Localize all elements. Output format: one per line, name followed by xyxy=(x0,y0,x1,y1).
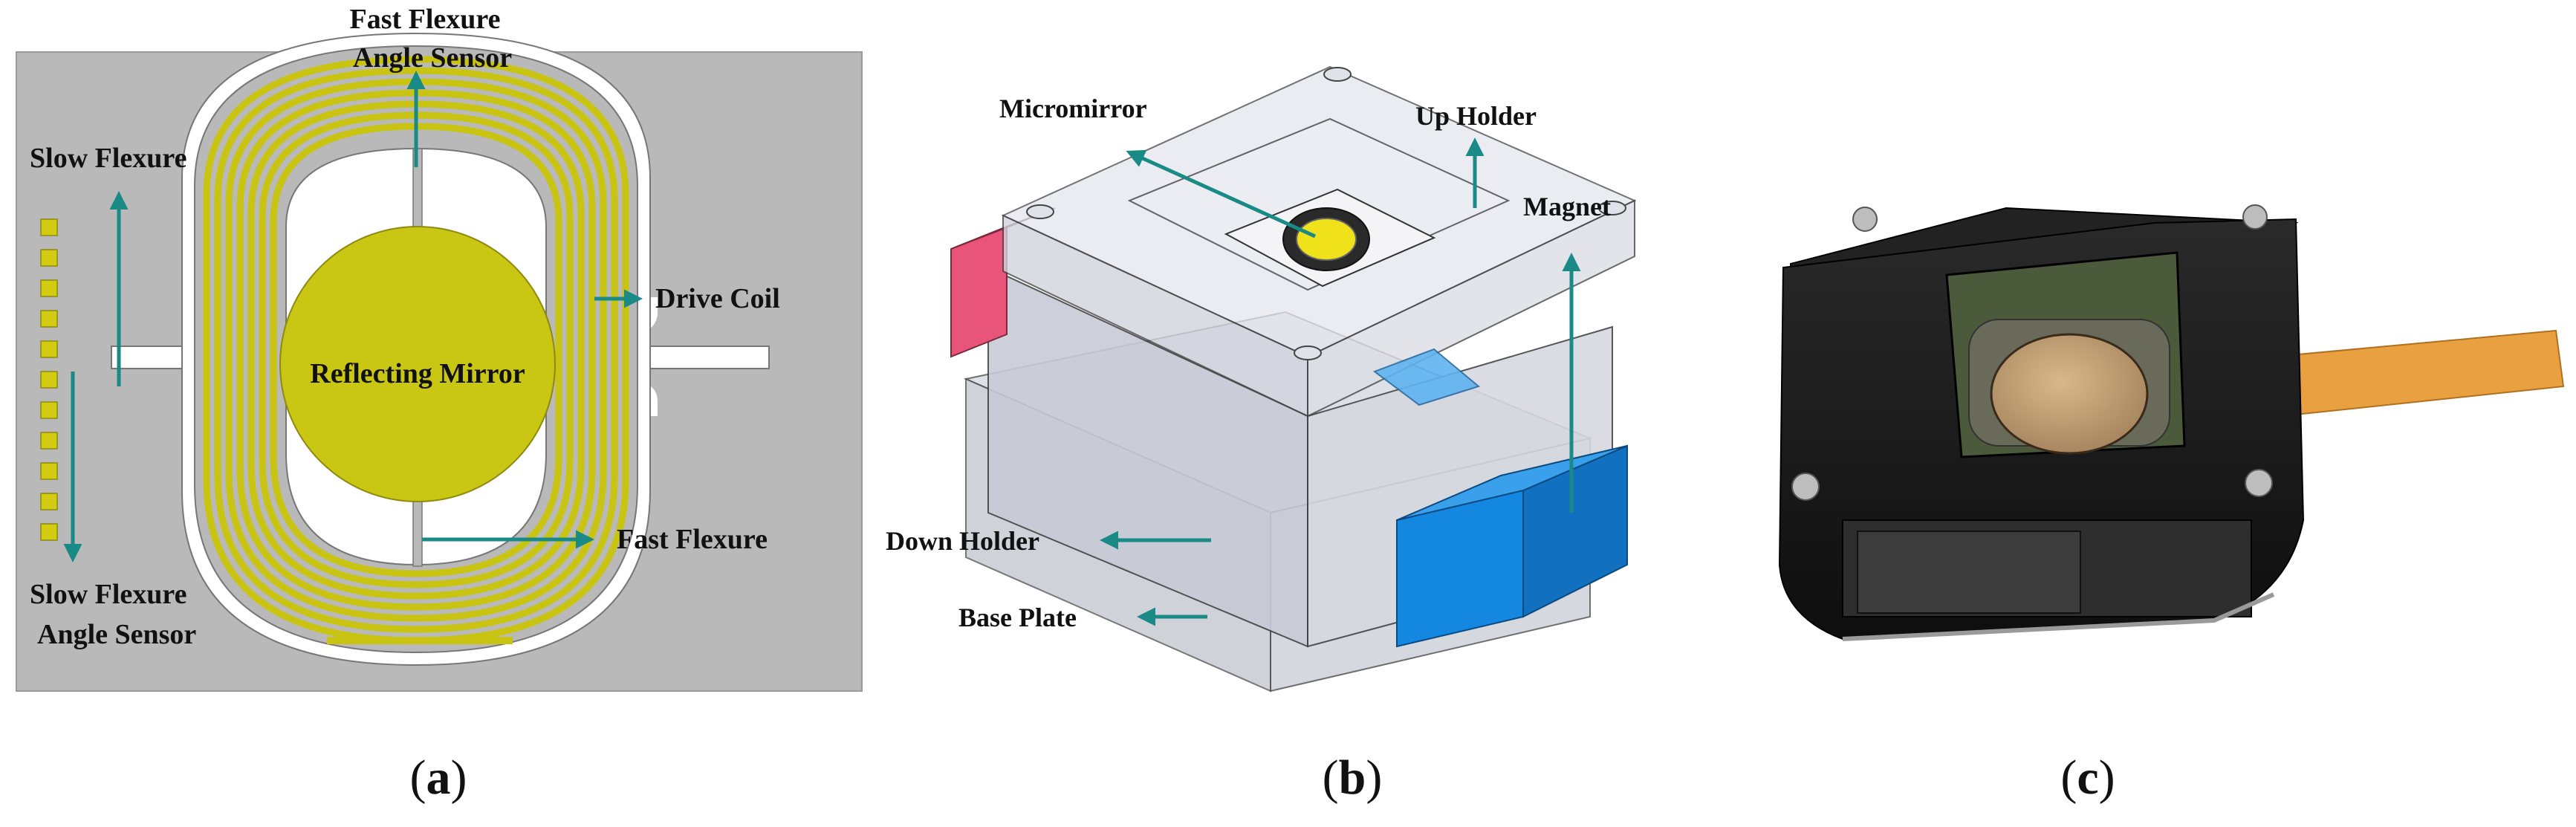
caption-a: (a) xyxy=(410,750,467,805)
label-magnet: Magnet xyxy=(1523,192,1611,221)
label-drive-coil: Drive Coil xyxy=(655,283,780,314)
label-base-plate: Base Plate xyxy=(958,603,1077,632)
bond-pads xyxy=(40,218,58,541)
arrow-micromirror xyxy=(1126,149,1317,239)
package-lower-insert xyxy=(1857,531,2081,614)
package-screws xyxy=(1791,204,2273,501)
reflecting-mirror xyxy=(279,226,556,502)
up-holder-front xyxy=(1307,199,1635,418)
caption-c: (c) xyxy=(2060,750,2115,805)
panel-captions: (a) (b) (c) xyxy=(410,750,2115,805)
blue-insert xyxy=(1372,348,1481,406)
label-up-holder: Up Holder xyxy=(1415,101,1537,131)
label-slow-flexure: Slow Flexure xyxy=(30,143,186,174)
package-base-edge xyxy=(1842,592,2275,641)
label-slow-flexure-angle-sensor-line2: Angle Sensor xyxy=(37,619,196,650)
panel-a-chip-layout: Fast Flexure Angle Sensor Slow Flexure D… xyxy=(16,4,863,692)
label-down-holder: Down Holder xyxy=(886,526,1039,556)
micromirror xyxy=(1296,218,1357,261)
caption-b: (b) xyxy=(1323,750,1383,805)
panel-b-assembly: Micromirror Up Holder Magnet Down Holder… xyxy=(886,65,1637,693)
label-micromirror: Micromirror xyxy=(999,94,1147,123)
label-fast-flexure-angle-sensor-line2: Angle Sensor xyxy=(353,42,512,74)
drive-coil xyxy=(203,56,629,644)
screw-posts xyxy=(1026,67,1626,360)
label-fast-flexure: Fast Flexure xyxy=(617,524,768,555)
label-fast-flexure-angle-sensor-line1: Fast Flexure xyxy=(350,4,501,35)
label-reflecting-mirror: Reflecting Mirror xyxy=(310,358,525,389)
panel-a-arrows xyxy=(63,71,643,562)
photo-gold-mirror xyxy=(1990,333,2149,455)
panel-b-arrows xyxy=(1100,137,1581,626)
panel-c-photo xyxy=(1679,149,2571,743)
label-slow-flexure-angle-sensor-line1: Slow Flexure xyxy=(30,579,186,610)
